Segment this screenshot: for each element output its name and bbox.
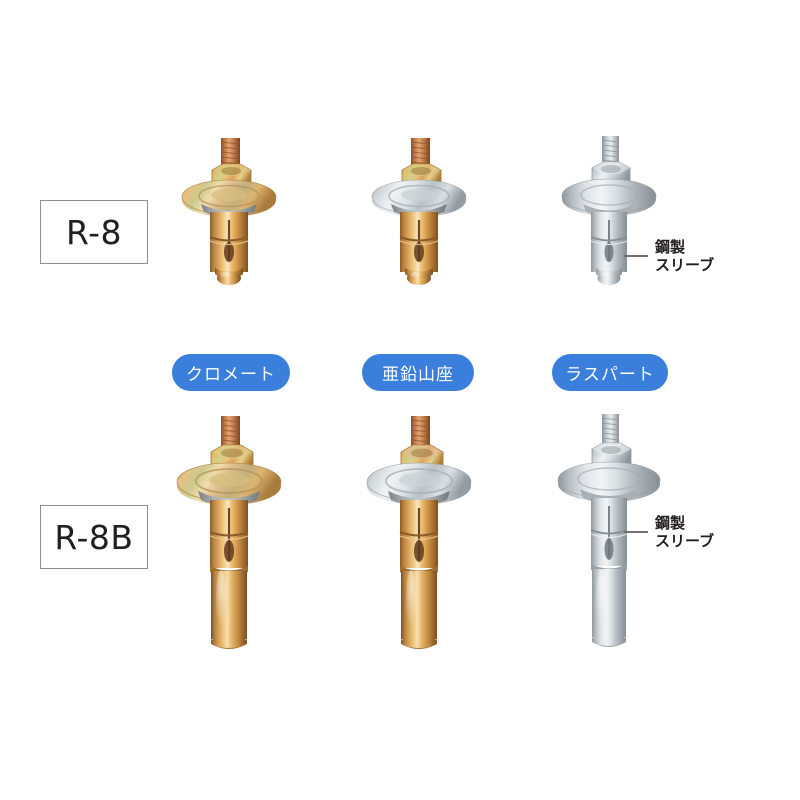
finish-label-zinc-washer[interactable]: 亜鉛山座 (362, 354, 474, 391)
product-image-r8-chromate (165, 128, 295, 358)
finish-label-text: 亜鉛山座 (382, 365, 454, 385)
product-image-r8b-zinc-washer (355, 408, 485, 688)
series-code-box-r8b: R-8B (40, 505, 148, 569)
series-code-label: R-8 (66, 212, 122, 252)
finish-label-text: ラスパート (565, 365, 655, 385)
series-code-label: R-8B (54, 517, 134, 557)
series-code-box-r8: R-8 (40, 200, 148, 264)
finish-label-text: クロメート (186, 365, 276, 385)
product-image-r8b-chromate (165, 408, 295, 688)
product-image-r8-zinc-washer (355, 128, 485, 358)
product-image-r8b-raspert (545, 408, 675, 688)
product-image-r8-raspert (545, 128, 675, 358)
finish-label-raspert[interactable]: ラスパート (552, 354, 668, 391)
finish-label-chromate[interactable]: クロメート (172, 354, 290, 391)
